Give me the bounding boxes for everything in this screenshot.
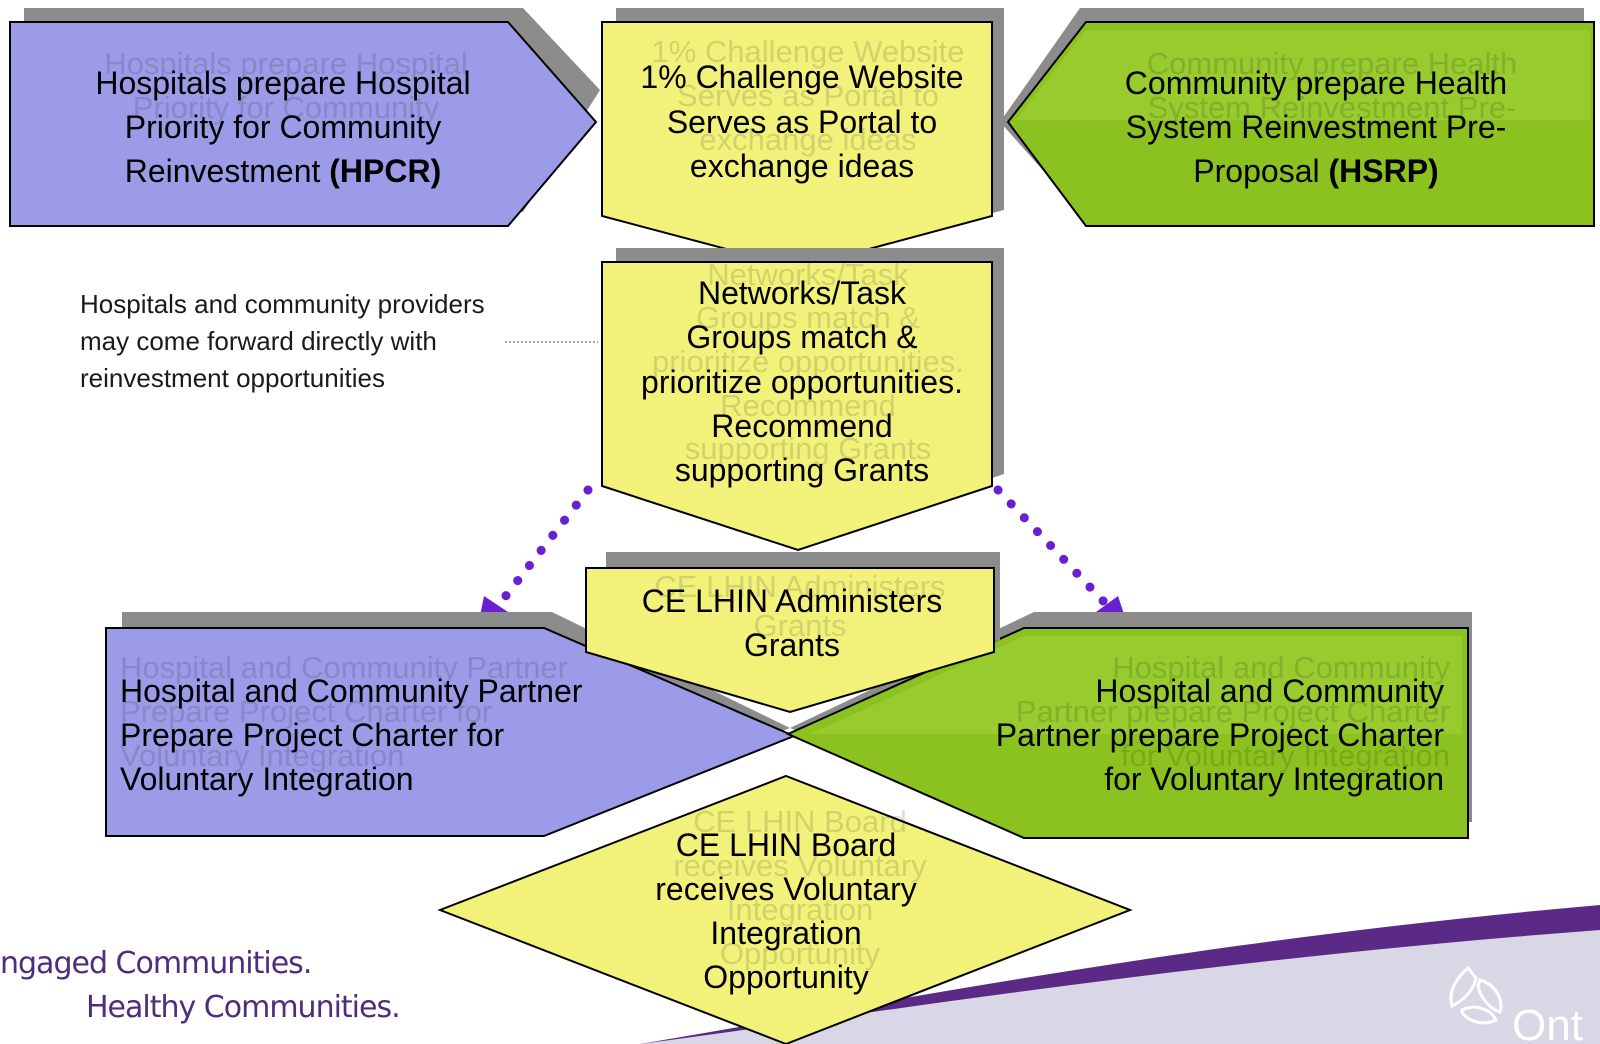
- networks-line-1: Networks/Task: [698, 275, 907, 311]
- tagline-line-1: ngaged Communities.: [0, 946, 312, 981]
- hsrp-ghost-2: System Reinvestment Pre-: [1148, 90, 1517, 125]
- box-grants: CE LHIN Administers Grants CE LHIN Admin…: [585, 552, 1000, 714]
- dotted-arrow-left: [478, 485, 593, 626]
- box-website: 1% Challenge Website Serves as Portal to…: [601, 8, 1004, 270]
- networks-ghost-5: supporting Grants: [685, 431, 931, 466]
- charter-left-line-3: Voluntary Integration: [120, 761, 414, 797]
- website-line-2: Serves as Portal to: [667, 104, 937, 140]
- charter-left-ghost-3: Voluntary Integration: [120, 738, 404, 773]
- hsrp-ghost-1: Community prepare Health: [1147, 46, 1517, 81]
- board-line-4: Opportunity: [703, 959, 868, 995]
- box-board: CE LHIN Board receives Voluntary Integra…: [437, 774, 1133, 1044]
- hsrp-line-3: Proposal (HSRP): [1193, 153, 1438, 189]
- charter-right-line-3: for Voluntary Integration: [1104, 761, 1444, 797]
- charter-right-ghost-1: Hospital and Community: [1112, 650, 1450, 685]
- charter-right-ghost-2: Partner prepare Project Charter: [1016, 694, 1450, 729]
- hpcr-ghost-1: Hospitals prepare Hospital: [104, 46, 468, 81]
- grants-ghost-2: Grants: [753, 608, 846, 643]
- hsrp-acronym: (HSRP): [1328, 153, 1438, 189]
- charter-left-ghost-1: Hospital and Community Partner: [120, 650, 568, 685]
- networks-ghost-4: Recommend: [720, 388, 896, 423]
- trillium-icon: [1449, 965, 1503, 1025]
- grants-line-2: Grants: [744, 627, 840, 663]
- tagline: ngaged Communities. Healthy Communities.: [0, 942, 401, 1030]
- board-ghost-2: receives Voluntary: [673, 848, 927, 883]
- hsrp-line-2: System Reinvestment Pre-: [1126, 109, 1507, 145]
- box-networks: Networks/Task Groups match & prioritize …: [601, 248, 1004, 552]
- box-charter-right: [785, 612, 1472, 839]
- board-line-2: receives Voluntary: [655, 871, 916, 907]
- hpcr-line-2: Priority for Community: [125, 109, 442, 145]
- tagline-line-2: Healthy Communities.: [86, 990, 401, 1025]
- grants-ghost-1: CE LHIN Administers: [654, 569, 945, 604]
- board-line-1: CE LHIN Board: [676, 827, 897, 863]
- hpcr-line-1: Hospitals prepare Hospital: [95, 65, 470, 101]
- charter-right-ghost-3: for Voluntary Integration: [1121, 738, 1450, 773]
- box-charter-left: [105, 612, 797, 837]
- networks-line-3: prioritize opportunities.: [641, 364, 963, 400]
- ontario-logo: Ont: [1449, 965, 1583, 1044]
- board-ghost-1: CE LHIN Board: [693, 804, 907, 839]
- board-ghost-3: Integration: [727, 892, 874, 927]
- board-line-3: Integration: [710, 915, 861, 951]
- networks-ghost-1: Networks/Task: [707, 257, 909, 292]
- hpcr-line-3-plain: Reinvestment: [125, 153, 330, 189]
- ontario-wordmark: Ont: [1512, 1001, 1583, 1044]
- hpcr-ghost-2: Priority for Community: [133, 90, 440, 125]
- charter-right-line-1: Hospital and Community: [1095, 673, 1444, 709]
- hpcr-acronym: (HPCR): [329, 153, 441, 189]
- side-note: Hospitals and community providers may co…: [80, 289, 485, 393]
- dotted-arrow-right: [993, 485, 1128, 626]
- hpcr-line-3: Reinvestment (HPCR): [125, 153, 442, 189]
- website-ghost-1: 1% Challenge Website: [651, 34, 964, 69]
- hsrp-line-3-plain: Proposal: [1193, 153, 1328, 189]
- website-ghost-2: Serves as Portal to: [677, 78, 939, 113]
- networks-line-5: supporting Grants: [675, 452, 929, 488]
- charter-left-line-1: Hospital and Community Partner: [120, 673, 583, 709]
- charter-right-line-2: Partner prepare Project Charter: [996, 717, 1445, 753]
- networks-ghost-3: prioritize opportunities.: [652, 344, 964, 379]
- networks-ghost-2: Groups match &: [696, 300, 920, 335]
- bottom-swoosh-light: [640, 930, 1600, 1044]
- box-hsrp: Community prepare Health System Reinvest…: [1000, 8, 1595, 227]
- charter-left-ghost-2: Prepare Project Charter for: [120, 694, 492, 729]
- networks-line-4: Recommend: [711, 408, 892, 444]
- website-line-3: exchange ideas: [690, 148, 914, 184]
- box-hpcr: Hospitals prepare Hospital Priority for …: [9, 8, 600, 227]
- charter-left-line-2: Prepare Project Charter for: [120, 717, 505, 753]
- hsrp-line-1: Community prepare Health: [1125, 65, 1507, 101]
- website-ghost-3: exchange ideas: [699, 122, 916, 157]
- website-line-1: 1% Challenge Website: [640, 59, 963, 95]
- grants-line-1: CE LHIN Administers: [642, 583, 943, 619]
- networks-line-2: Groups match &: [686, 319, 917, 355]
- board-ghost-4: Opportunity: [720, 936, 881, 971]
